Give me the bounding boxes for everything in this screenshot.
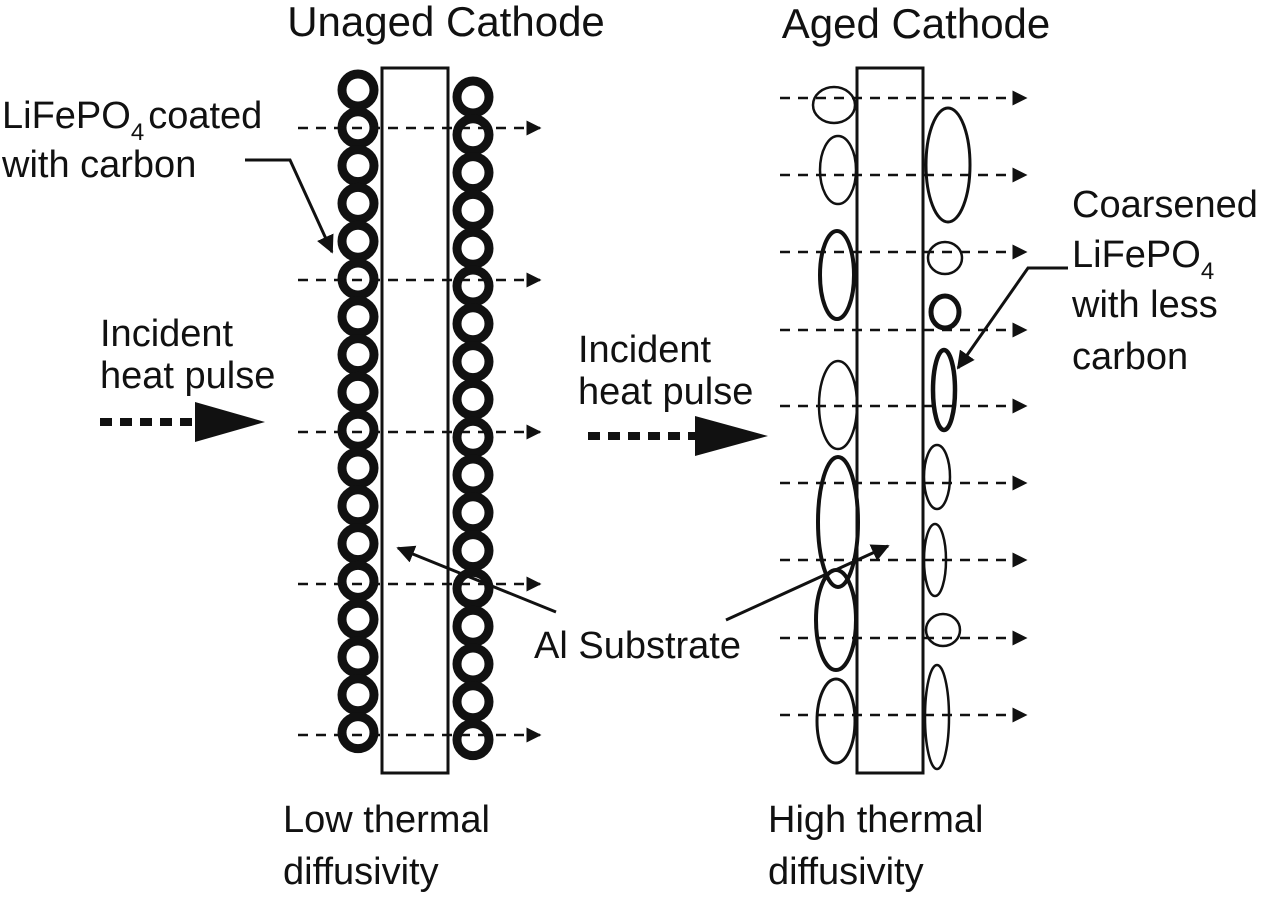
unaged-bottom-line1: Low thermal [283,799,490,841]
coated-particle [337,485,379,527]
aged-al-substrate [855,66,925,775]
coarsened-particle [815,677,857,765]
coated-particle [337,334,379,376]
coated-particle [337,560,379,602]
unaged-particles [337,69,494,761]
unaged-incident-line1: Incident [100,313,234,355]
coated-particle [452,227,494,269]
unaged-heat-lines [298,120,542,743]
coated-particle [337,296,379,338]
coated-particle [452,114,494,156]
coarsened-particle [928,293,962,331]
coated-particle [337,69,379,111]
coated-particle [452,416,494,458]
coated-particle [452,303,494,345]
coated-particle [337,523,379,565]
aged-substrate-pointer [725,544,890,622]
unaged-particle-pointer [245,158,334,254]
coated-particle [452,492,494,534]
coated-particle [452,378,494,420]
aged-coarsened-line4: carbon [1072,336,1188,378]
unaged-cathode [298,66,542,775]
unaged-al-substrate [380,66,450,775]
unaged-incident-arrowhead [195,402,265,442]
coarsened-particle [818,134,858,206]
unaged-substrate-pointer [396,545,557,614]
coated-particle [337,220,379,262]
unaged-incident-line2: heat pulse [100,355,275,397]
unaged-particle-label-line2: with carbon [1,144,196,186]
coarsened-particle [924,612,962,648]
aged-bottom-line2: diffusivity [768,851,924,893]
coarsened-particle [930,347,958,433]
aged-title: Aged Cathode [782,0,1051,47]
coated-particle [337,145,379,187]
coated-particle [337,447,379,489]
unaged-bottom-line2: diffusivity [283,851,439,893]
coated-particle [452,605,494,647]
coated-particle [337,598,379,640]
coated-particle [452,681,494,723]
coated-particle [452,567,494,609]
aged-coarsened-line2: LiFePO4 [1072,234,1214,285]
coated-particle [452,152,494,194]
coated-particle [452,454,494,496]
aged-cathode [780,66,1028,775]
aged-coarsened-line1: Coarsened [1072,184,1258,226]
coated-particle [452,530,494,572]
coated-particle [337,409,379,451]
coated-particle [337,182,379,224]
aged-particles [811,85,972,771]
aged-coarsened-pointer [956,266,1068,370]
aged-incident-line2: heat pulse [578,371,753,413]
coated-particle [452,265,494,307]
coarsened-particle [811,85,857,125]
unaged-title: Unaged Cathode [287,0,605,45]
aged-incident-arrowhead [695,416,768,456]
coarsened-particle [818,229,856,321]
coated-particle [452,341,494,383]
coated-particle [452,719,494,761]
coated-particle [452,643,494,685]
coated-particle [337,371,379,413]
coated-particle [452,76,494,118]
al-substrate-label: Al Substrate [534,625,741,667]
coarsened-particle [924,106,972,224]
coated-particle [337,636,379,678]
coarsened-particle [926,240,964,276]
coated-particle [337,712,379,754]
coarsened-particle [922,443,952,511]
aged-bottom-line1: High thermal [768,799,983,841]
aged-incident-line1: Incident [578,329,712,371]
coarsened-particle [923,663,951,771]
coated-particle [337,674,379,716]
aged-coarsened-line3: with less [1071,284,1218,326]
coated-particle [452,189,494,231]
